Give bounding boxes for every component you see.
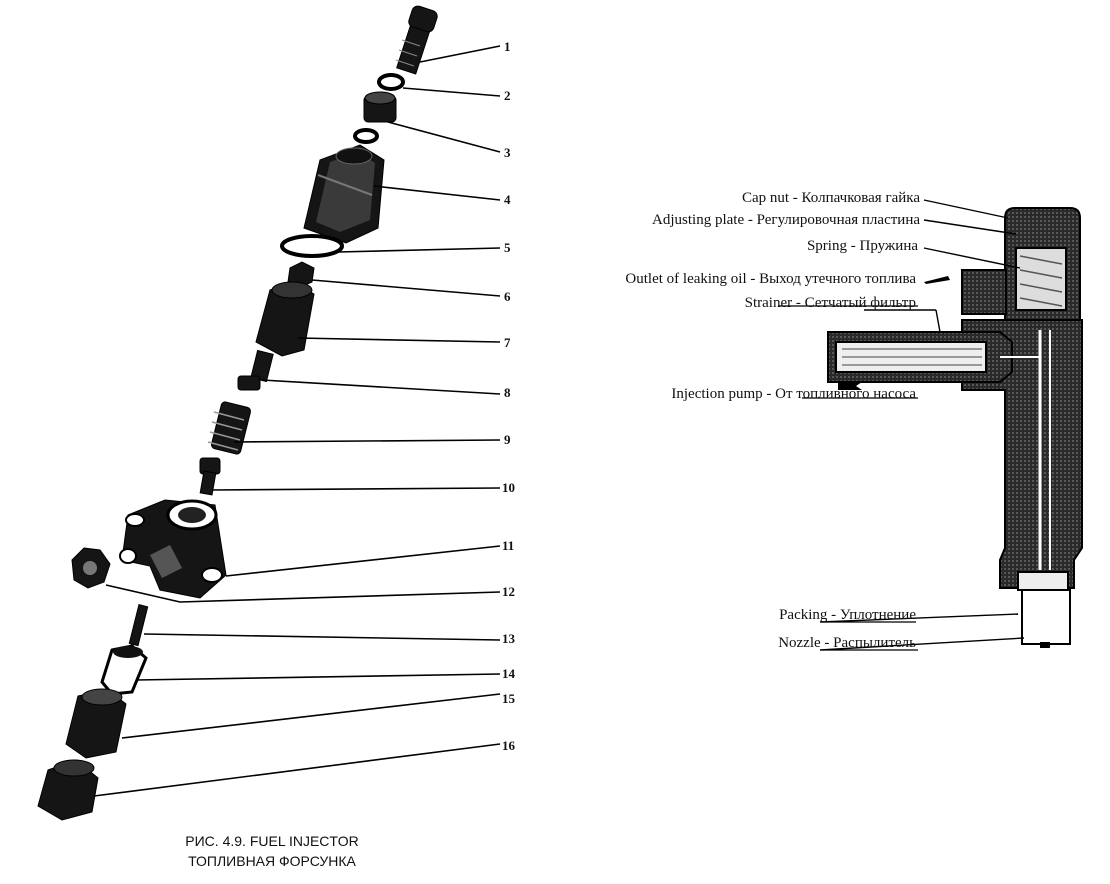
part-11-injector-body — [119, 499, 227, 599]
svg-text:Injection pump - От топливного: Injection pump - От топливного насоса — [671, 386, 916, 402]
label-ru-outlet-leaking-oil: Выход утечного топлива — [759, 271, 916, 287]
label-ru-nozzle: Распылитель — [833, 635, 916, 651]
part-4-upper-body — [303, 144, 385, 244]
label-ru-injection-pump: От топливного насоса — [775, 386, 916, 402]
part-number-11: 11 — [502, 538, 514, 553]
figure-caption-line2: ТОПЛИВНАЯ ФОРСУНКА — [188, 853, 356, 869]
part-number-5: 5 — [504, 240, 511, 255]
svg-text:Nozzle - Распылитель: Nozzle - Распылитель — [778, 635, 916, 651]
callout-strainer: Strainer - Сетчатый фильтр — [745, 295, 916, 311]
callout-nozzle: Nozzle - Распылитель — [778, 635, 916, 651]
label-ru-packing: Уплотнение — [840, 607, 916, 623]
section-view: Cap nut - Колпачковая гайка Adjusting pl… — [625, 190, 1083, 651]
small-washer — [353, 128, 379, 144]
nozzle-section — [1021, 589, 1071, 645]
label-ru-spring: Пружина — [859, 238, 918, 254]
part-number-8: 8 — [504, 385, 511, 400]
label-en-nozzle: Nozzle — [778, 635, 821, 651]
part-number-13: 13 — [502, 631, 516, 646]
callout-outlet-leaking-oil: Outlet of leaking oil - Выход утечного т… — [625, 271, 916, 287]
label-ru-adjusting-plate: Регулировочная пластина — [757, 212, 921, 228]
svg-text:Adjusting plate - Регулировочн: Adjusting plate - Регулировочная пластин… — [652, 212, 920, 228]
part-13-needle — [128, 604, 149, 647]
svg-text:Cap nut - Колпачковая гайка: Cap nut - Колпачковая гайка — [742, 190, 920, 206]
part-number-4: 4 — [504, 192, 511, 207]
packing-section — [1017, 571, 1069, 591]
label-en-spring: Spring — [807, 238, 848, 254]
part-15-nozzle-nut — [65, 688, 127, 759]
part-number-16: 16 — [502, 738, 516, 753]
figure-caption-line1: РИС. 4.9. FUEL INJECTOR — [185, 833, 358, 849]
label-en-cap-nut: Cap nut — [742, 190, 790, 206]
label-en-packing: Packing — [779, 607, 828, 623]
part-1-banjo-bolt — [395, 5, 438, 75]
svg-text:Packing - Уплотнение: Packing - Уплотнение — [779, 607, 916, 623]
part-3-nut — [363, 91, 397, 123]
svg-text:Spring - Пружина: Spring - Пружина — [807, 238, 918, 254]
part-number-3: 3 — [504, 145, 511, 160]
callout-packing: Packing - Уплотнение — [779, 607, 916, 623]
part-number-7: 7 — [504, 335, 511, 350]
part-number-10: 10 — [502, 480, 515, 495]
part-14-sleeve — [100, 644, 148, 696]
part-10-pin — [199, 457, 221, 496]
label-en-injection-pump: Injection pump — [671, 386, 762, 402]
callout-cap-nut: Cap nut - Колпачковая гайка — [742, 190, 920, 206]
part-number-12: 12 — [502, 584, 515, 599]
svg-text:Outlet of leaking oil - Выход: Outlet of leaking oil - Выход утечного т… — [625, 271, 916, 287]
part-number-6: 6 — [504, 289, 511, 304]
label-en-outlet-leaking-oil: Outlet of leaking oil — [625, 271, 746, 287]
label-ru-strainer: Сетчатый фильтр — [805, 295, 916, 311]
part-number-1: 1 — [504, 39, 511, 54]
part-number-2: 2 — [504, 88, 511, 103]
callout-adjusting-plate: Adjusting plate - Регулировочная пластин… — [652, 212, 920, 228]
part-9-spring — [207, 401, 252, 455]
part-number-9: 9 — [504, 432, 511, 447]
part-16-nozzle — [37, 759, 99, 821]
part-7-cap-nut — [255, 281, 315, 357]
outlet-arrow-icon — [924, 276, 950, 284]
label-ru-cap-nut: Колпачковая гайка — [802, 190, 921, 206]
part-12-cap — [71, 547, 111, 589]
part-5-o-ring — [280, 234, 344, 258]
part-2-washer — [377, 73, 405, 91]
label-en-strainer: Strainer — [745, 295, 792, 311]
label-en-adjusting-plate: Adjusting plate — [652, 212, 744, 228]
callout-spring: Spring - Пружина — [807, 238, 918, 254]
part-number-14: 14 — [502, 666, 516, 681]
part-8-screw — [237, 349, 274, 391]
leader-lines — [93, 45, 501, 797]
svg-text:Strainer - Сетчатый фильтр: Strainer - Сетчатый фильтр — [745, 295, 916, 311]
exploded-view: 1 2 3 4 5 6 7 8 9 10 11 12 13 14 15 16 Р… — [37, 5, 516, 869]
inlet-arrow-icon — [838, 382, 862, 390]
spring-chamber — [1015, 247, 1067, 311]
part-number-15: 15 — [502, 691, 516, 706]
callout-injection-pump: Injection pump - От топливного насоса — [671, 386, 916, 402]
leak-off-outlet — [961, 269, 1007, 315]
part-number-labels: 1 2 3 4 5 6 7 8 9 10 11 12 13 14 15 16 — [502, 39, 516, 753]
